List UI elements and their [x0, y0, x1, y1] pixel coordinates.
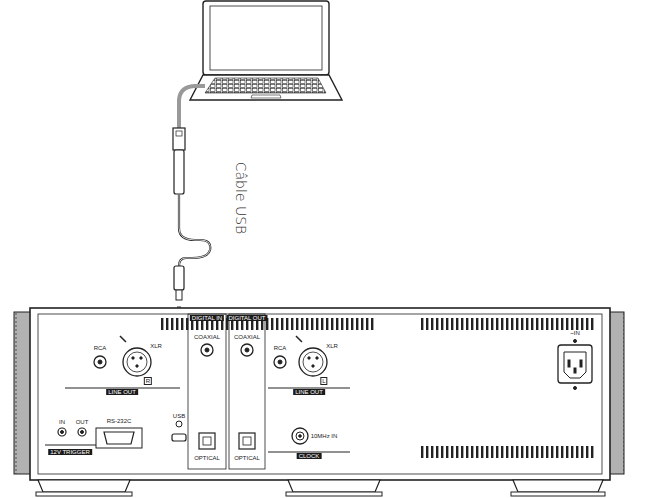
- channel-mark: L: [320, 377, 327, 385]
- jack-label: RCA: [274, 345, 287, 351]
- power-label: ~IN: [570, 330, 580, 336]
- jack-label: COAXIAL: [194, 334, 220, 340]
- laptop: [190, 1, 342, 100]
- section-label: CLOCK: [297, 453, 322, 459]
- jack-label: RCA: [94, 345, 107, 351]
- jack-label: COAXIAL: [234, 334, 260, 340]
- jack-label: 10MHz IN: [311, 433, 338, 439]
- device-rear-panel: [14, 308, 624, 496]
- section-label: DIGITAL OUT: [226, 315, 267, 321]
- section-label: LINE OUT: [106, 389, 138, 395]
- section-label: 12V TRIGGER: [48, 449, 92, 455]
- jack-label: OUT: [76, 419, 89, 425]
- channel-mark: R: [144, 377, 152, 385]
- jack-label: OPTICAL: [194, 455, 220, 461]
- jack-label: OPTICAL: [234, 455, 260, 461]
- jack-label: XLR: [326, 343, 338, 349]
- jack-label: XLR: [150, 343, 162, 349]
- section-label: LINE OUT: [293, 389, 325, 395]
- port-label: USB: [173, 413, 185, 419]
- cable-label: Câble USB: [234, 160, 248, 237]
- port-label: RS-232C: [107, 418, 132, 424]
- section-label: DIGITAL IN: [190, 315, 224, 321]
- jack-label: IN: [59, 419, 65, 425]
